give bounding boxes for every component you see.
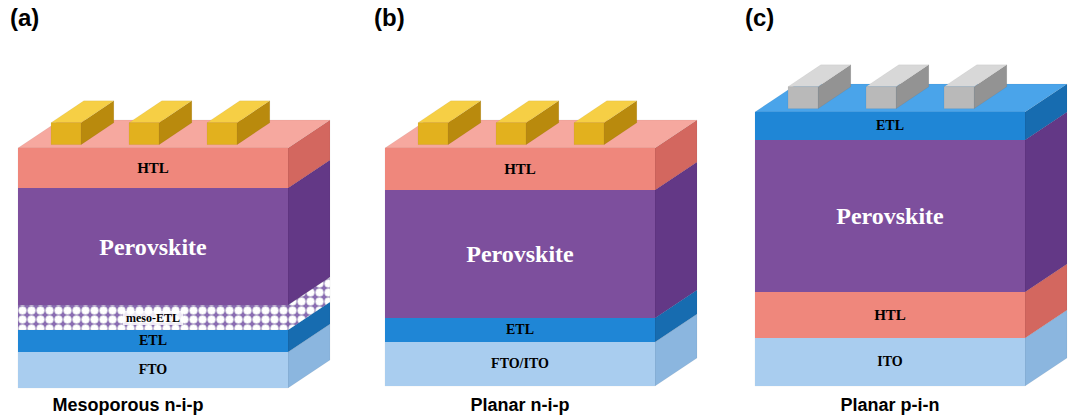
layer-front: HTL — [385, 148, 655, 190]
layer-face — [496, 123, 526, 145]
layer-face — [18, 305, 288, 330]
layer-face — [385, 148, 655, 190]
layer-face — [755, 292, 1025, 338]
layer-label: FTO/ITO — [491, 357, 549, 371]
panel-caption: Planar p-i-n — [840, 396, 939, 414]
layer-face — [129, 123, 159, 145]
panel-letter: (b) — [374, 6, 405, 30]
layer-face — [574, 123, 604, 145]
layer-front: Perovskite — [385, 190, 655, 318]
panel-caption: Planar n-i-p — [470, 396, 569, 414]
layer-label: Perovskite — [466, 242, 574, 266]
layer-face — [207, 123, 237, 145]
layer-label: ETL — [876, 119, 904, 133]
layer-label: Perovskite — [99, 235, 207, 259]
layer-face — [18, 352, 288, 388]
layer-face — [788, 87, 818, 109]
layer-front: meso-ETL — [18, 305, 288, 330]
layer-face — [755, 338, 1025, 386]
layer-face — [788, 65, 851, 87]
layer-label: FTO — [139, 363, 168, 377]
layer-face — [496, 101, 559, 123]
layer-face — [207, 101, 270, 123]
layer-front: FTO/ITO — [385, 342, 655, 386]
panel-letter: (a) — [10, 6, 39, 30]
layer-face — [944, 65, 1007, 87]
panel-caption: Mesoporous n-i-p — [53, 396, 204, 414]
layer-front: Perovskite — [755, 140, 1025, 292]
layer-face — [51, 101, 114, 123]
layer-face — [385, 314, 697, 342]
layer-label: HTL — [874, 308, 906, 323]
layer-face — [385, 318, 655, 342]
layer-face — [129, 101, 192, 123]
layer-face — [385, 190, 655, 318]
layer-face — [418, 123, 448, 145]
layer-face — [866, 87, 896, 109]
layer-face — [866, 65, 929, 87]
layer-face — [1025, 112, 1067, 292]
layer-label: meso-ETL — [123, 311, 183, 325]
layer-face — [18, 148, 288, 188]
layer-label: Perovskite — [836, 204, 944, 228]
layer-front: Perovskite — [18, 188, 288, 305]
layer-face — [755, 140, 1025, 292]
layer-face — [418, 101, 481, 123]
layer-face — [51, 123, 81, 145]
layer-face — [18, 302, 330, 330]
layer-label: ETL — [139, 334, 167, 348]
layer-face — [574, 101, 637, 123]
layer-label: ETL — [506, 323, 534, 337]
layer-label: ITO — [877, 355, 902, 369]
layer-front: ITO — [755, 338, 1025, 386]
panel-letter: (c) — [745, 6, 774, 30]
layer-label: HTL — [137, 161, 169, 176]
layer-label: HTL — [504, 162, 536, 177]
layer-face — [385, 342, 655, 386]
layer-front: HTL — [755, 292, 1025, 338]
layer-face — [18, 330, 288, 352]
layer-front: FTO — [18, 352, 288, 388]
layer-front: ETL — [755, 112, 1025, 140]
layer-face — [755, 112, 1067, 140]
layer-front: HTL — [18, 148, 288, 188]
layer-face — [755, 112, 1025, 140]
layer-front: ETL — [18, 330, 288, 352]
layer-face — [18, 188, 288, 305]
layer-front: ETL — [385, 318, 655, 342]
layer-face — [944, 87, 974, 109]
